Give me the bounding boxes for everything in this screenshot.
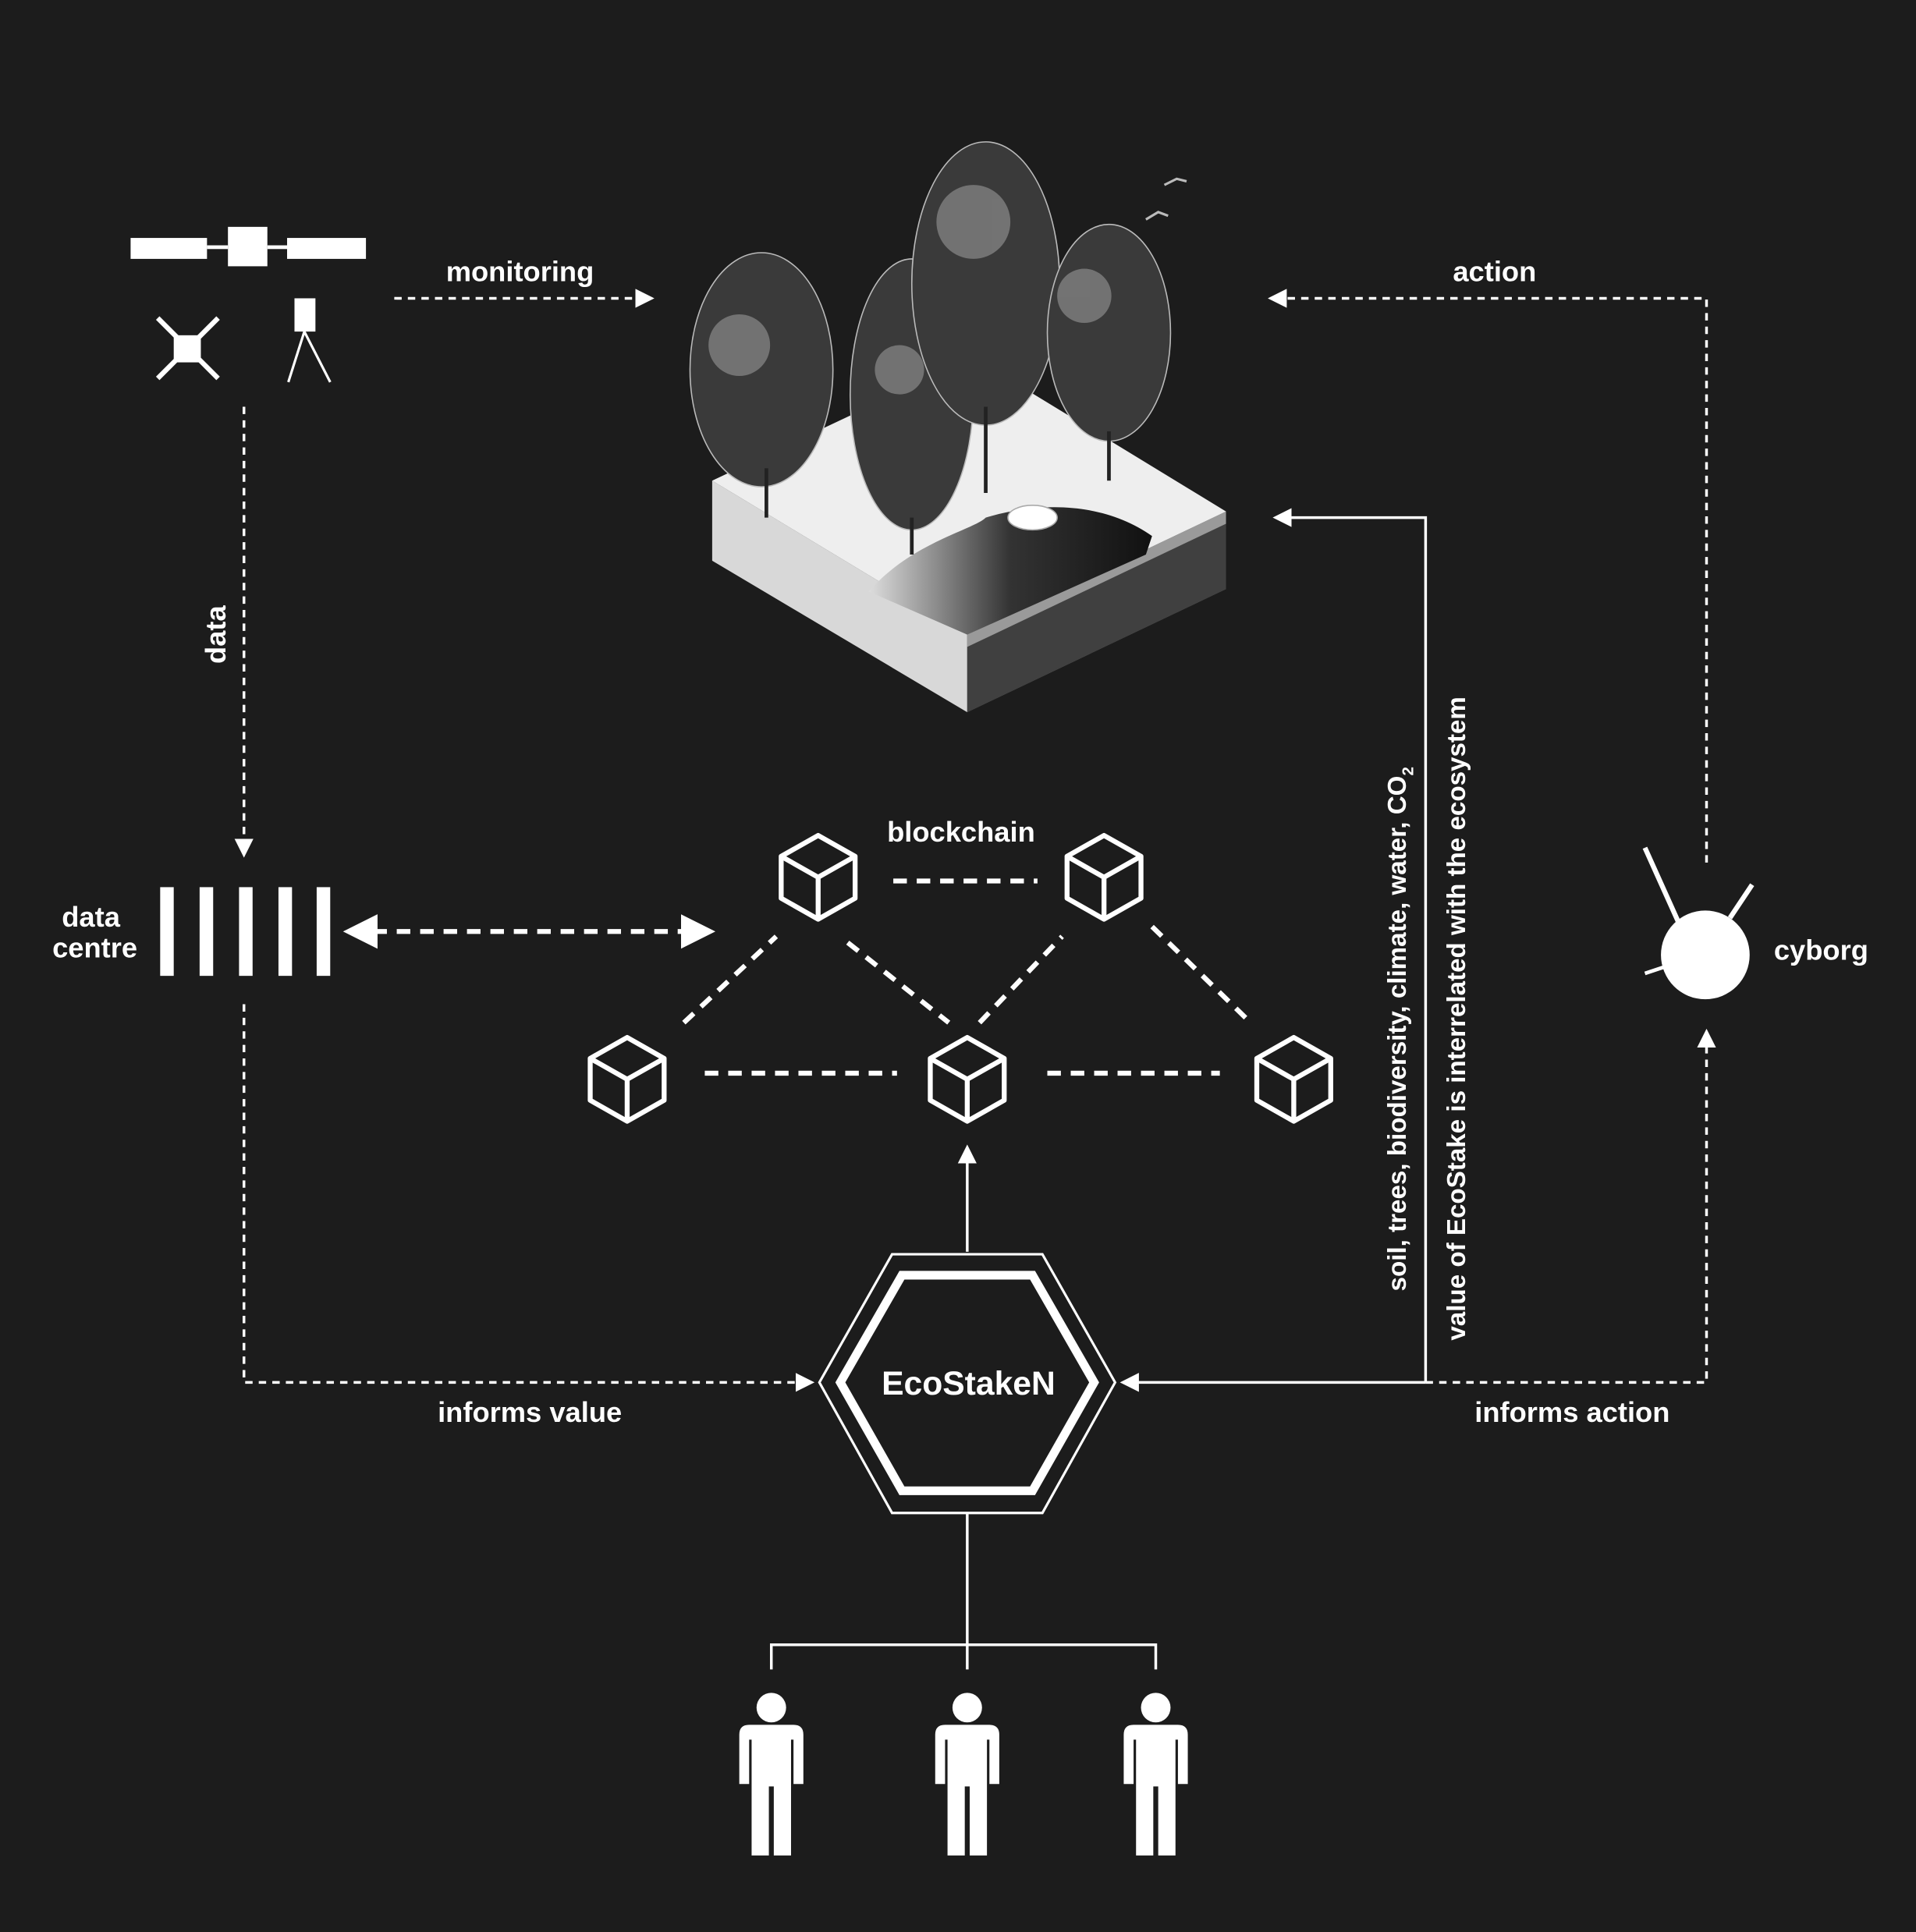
cube-icon [1064,832,1144,922]
action-label: action [1453,255,1536,287]
data-centre-label-line1: data [62,901,120,933]
stakeholders [739,1693,1188,1856]
cube-icon [928,1034,1007,1124]
informs-action-label: informs action [1474,1396,1669,1428]
ecostaken-hexagon[interactable]: EcoStakeN [818,1253,1117,1515]
informs-value-arrow [242,1004,815,1392]
informs-value-label: informs value [438,1396,622,1428]
stakeholder-tree [769,1512,1158,1670]
data-centre-label-line2: centre [52,931,137,963]
cube-icon [1254,1034,1333,1124]
factors-text: soil, trees, biodiversity, climate, wate… [1383,776,1412,1292]
data-label: data [200,605,232,664]
satellite-icon [130,226,367,267]
data-centre-label: data centre [52,901,137,963]
forest-ecosystem-illustration [689,141,1226,713]
person-icon [739,1693,804,1856]
action-arrow [1268,289,1708,863]
person-icon [935,1693,999,1856]
drone-icon [155,316,220,381]
person-icon [1123,1693,1188,1856]
blockchain-links [682,878,1253,1076]
factors-label: soil, trees, biodiversity, climate, wate… [1383,767,1417,1291]
monitoring-label: monitoring [446,255,594,287]
ecosystem-value-link [1272,508,1428,1383]
ecostaken-label: EcoStakeN [882,1365,1056,1402]
interrelated-label: value of EcoStake is interrelated with t… [1442,697,1471,1341]
cyborg-icon [1642,846,1755,1000]
blockchain-label: blockchain [887,816,1035,848]
data-centre-icon [160,887,331,977]
cyborg-label: cyborg [1774,934,1868,966]
factors-subscript: 2 [1400,767,1417,775]
cube-icon [587,1034,667,1124]
sensor-tripod-icon [287,298,332,383]
cube-icon [779,832,858,922]
blockchain-nodes [587,832,1333,1124]
